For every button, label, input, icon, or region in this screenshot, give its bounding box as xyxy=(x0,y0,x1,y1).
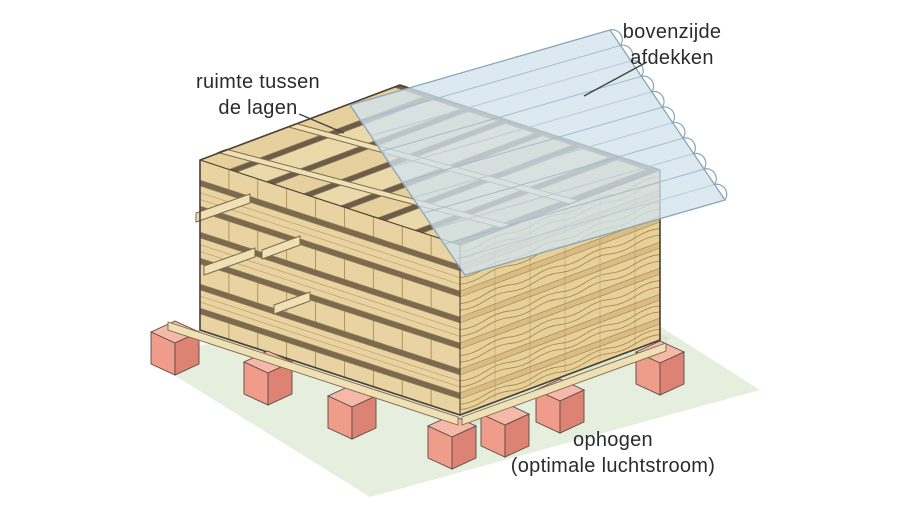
label-cover: bovenzijde afdekken xyxy=(557,20,787,71)
corrugation-edge xyxy=(609,29,728,201)
leader-lines xyxy=(298,61,648,134)
label-elevate-line2: (optimale luchtstroom) xyxy=(510,454,716,477)
label-spacing: ruimte tussen de lagen xyxy=(138,70,378,121)
label-spacing-line2: de lagen xyxy=(218,96,298,119)
corrugated-cover xyxy=(348,29,728,276)
label-elevate-line1: ophogen xyxy=(573,429,653,451)
elevation-blocks xyxy=(149,320,686,470)
bearer-right xyxy=(461,342,667,426)
leader-spacing xyxy=(298,113,345,134)
label-cover-line2: afdekken xyxy=(630,46,714,69)
label-elevate: ophogen (optimale luchtstroom) xyxy=(418,428,808,479)
label-spacing-line1: ruimte tussen xyxy=(196,71,320,93)
label-cover-line1: bovenzijde xyxy=(622,21,722,43)
leader-cover xyxy=(583,61,648,97)
bearer-left xyxy=(167,321,459,426)
